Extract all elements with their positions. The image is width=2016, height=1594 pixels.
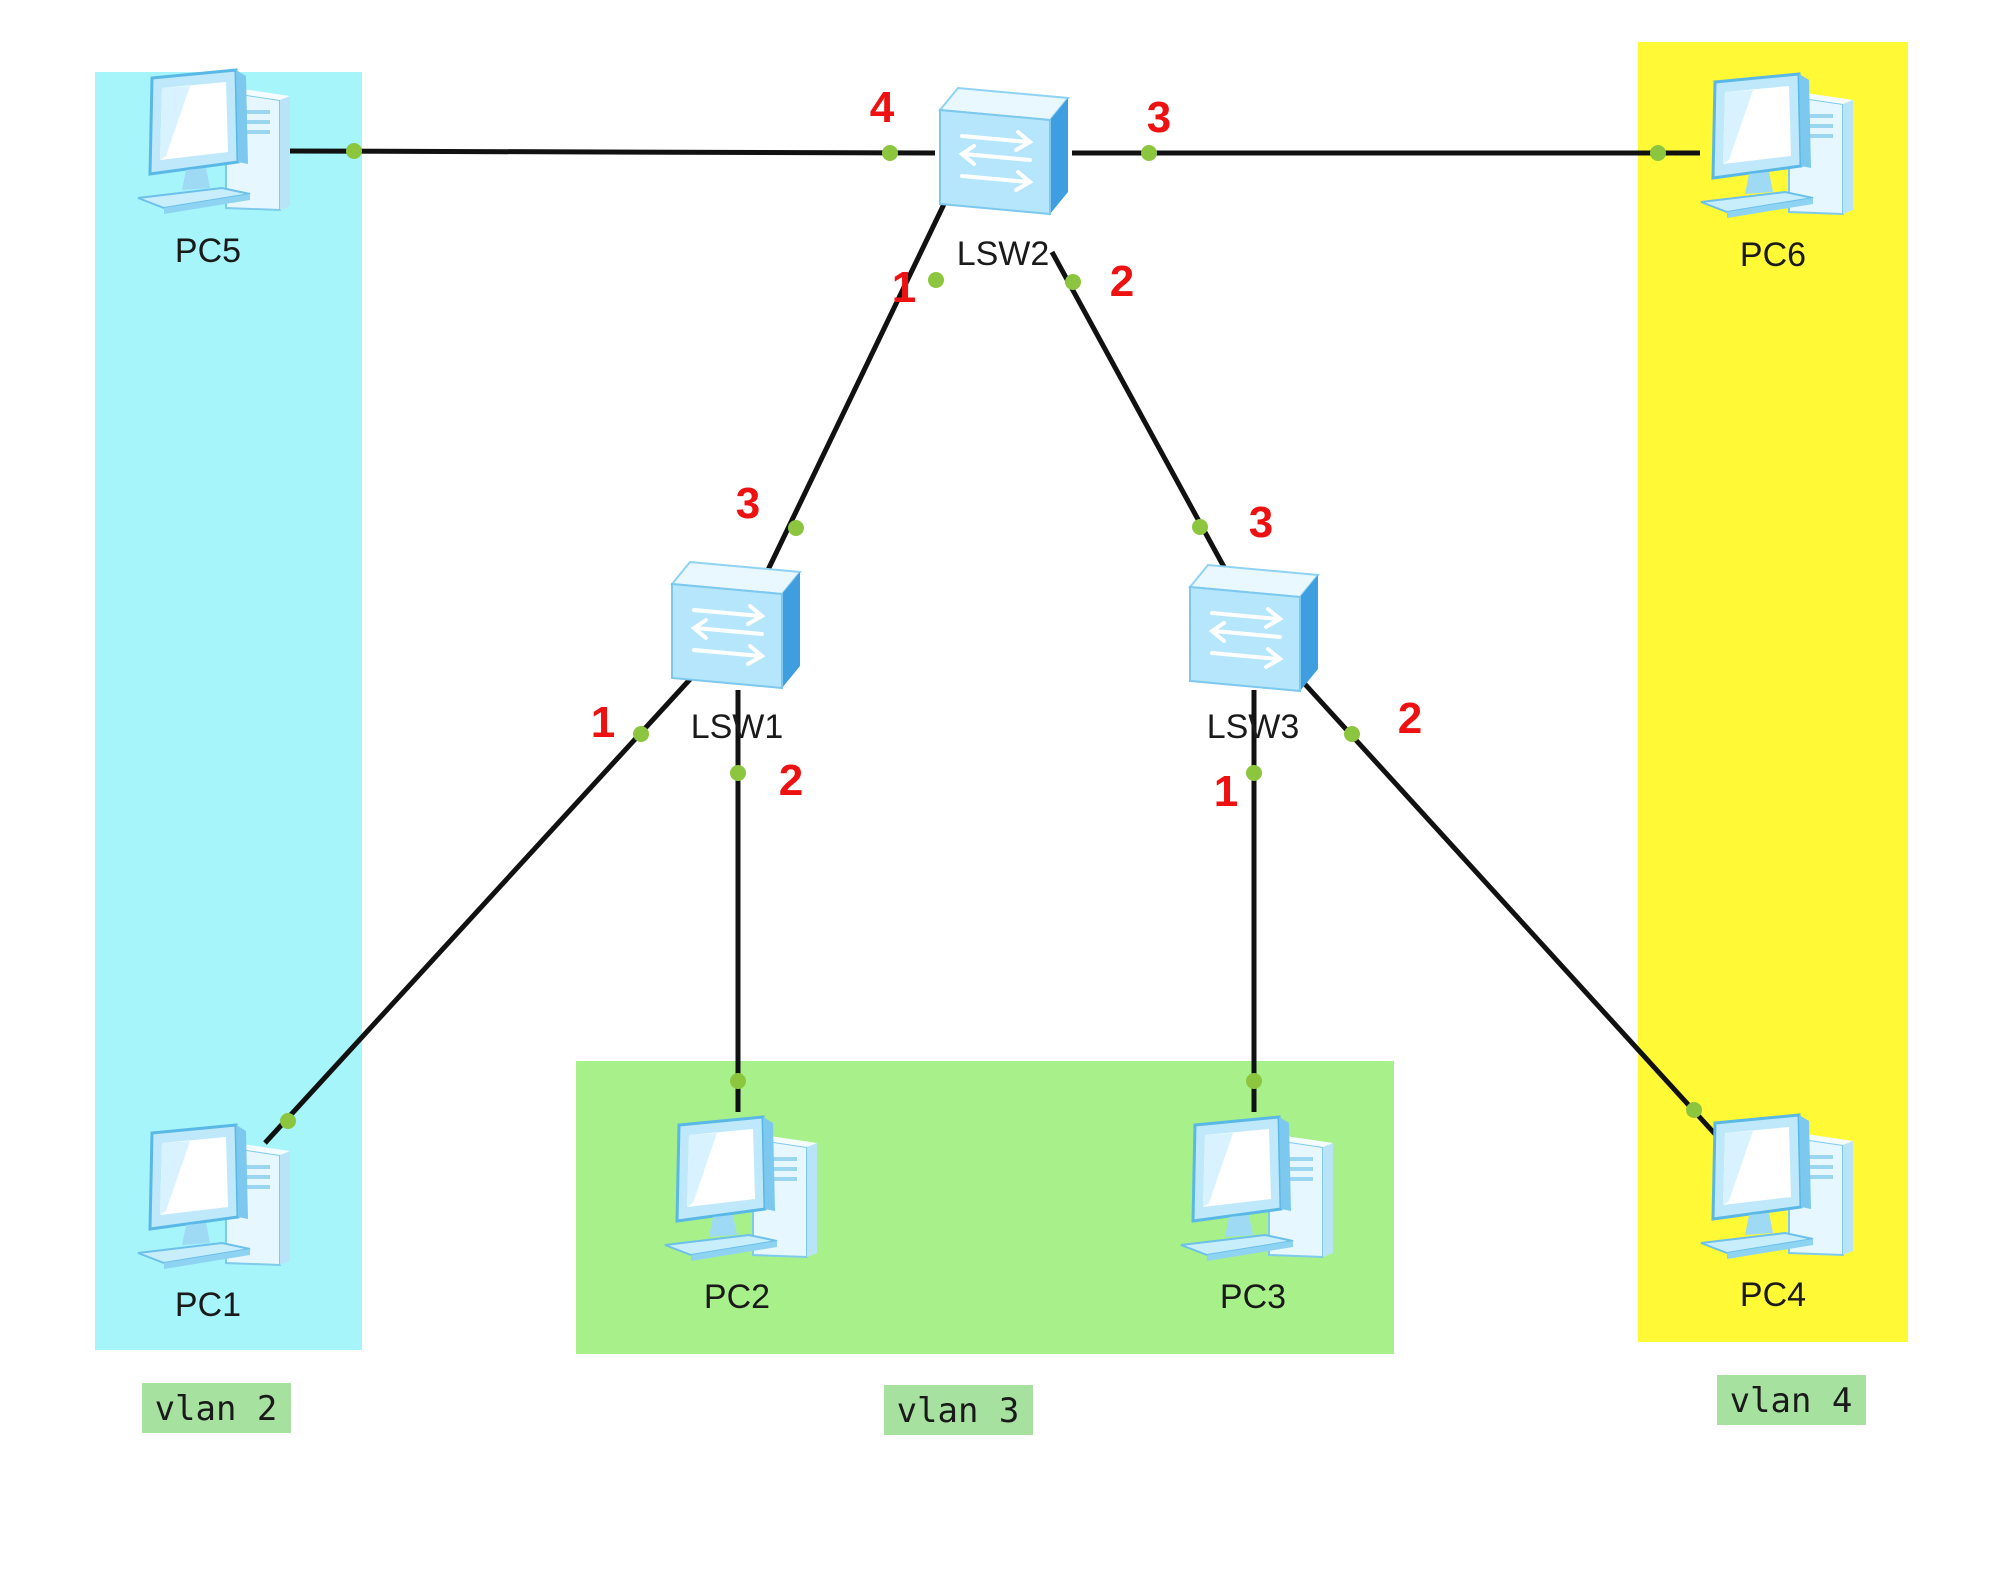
- port-dot: [346, 143, 362, 159]
- port-number-lsw2-2: 2: [1110, 257, 1134, 306]
- link-lsw2-lsw1: [764, 200, 948, 574]
- links: [263, 148, 1717, 1145]
- port-dot: [1650, 145, 1666, 161]
- port-number-lsw2-3: 3: [1147, 93, 1171, 142]
- device-label: PC6: [1740, 236, 1806, 274]
- vlan-tag-label: vlan 3: [897, 1391, 1020, 1431]
- switch-icon: [1188, 563, 1320, 693]
- port-number-lsw1-2: 2: [779, 756, 803, 805]
- vlan-tag-3: vlan 3: [884, 1385, 1033, 1435]
- device-pc3[interactable]: PC3: [1179, 1115, 1335, 1316]
- device-pc5[interactable]: PC5: [136, 68, 292, 270]
- vlan-tag-label: vlan 4: [1730, 1381, 1853, 1421]
- port-dot: [1686, 1102, 1702, 1118]
- port-dots: [280, 143, 1702, 1129]
- port-number-lsw3-1: 1: [1214, 767, 1238, 816]
- port-dot: [1246, 765, 1262, 781]
- port-dot: [1065, 274, 1081, 290]
- device-lsw2[interactable]: LSW2: [938, 86, 1070, 273]
- link-lsw2-lsw3: [1049, 250, 1227, 569]
- vlan-tag-2: vlan 2: [142, 1383, 291, 1433]
- port-dot: [788, 520, 804, 536]
- port-number-lsw2-4: 4: [870, 83, 895, 132]
- device-pc1[interactable]: PC1: [136, 1123, 292, 1324]
- switch-icon: [938, 86, 1070, 216]
- port-dot: [730, 1073, 746, 1089]
- port-dot: [1192, 519, 1208, 535]
- port-dot: [928, 272, 944, 288]
- port-number-lsw3-3: 3: [1249, 498, 1273, 547]
- port-dot: [1344, 726, 1360, 742]
- link-pc5-lsw2: [284, 148, 936, 156]
- device-pc2[interactable]: PC2: [663, 1115, 819, 1316]
- link-lsw1-pc1: [263, 674, 695, 1145]
- device-label: LSW3: [1207, 708, 1300, 746]
- port-dot: [1246, 1073, 1262, 1089]
- device-pc6[interactable]: PC6: [1699, 72, 1855, 274]
- port-number-lsw1-3: 3: [736, 479, 760, 528]
- port-number-lsw1-1: 1: [591, 698, 615, 747]
- switch-icon: [670, 560, 802, 690]
- port-number-lsw2-1: 1: [892, 263, 916, 312]
- port-number-lsw3-2: 2: [1398, 694, 1422, 743]
- device-label: PC1: [175, 1286, 241, 1324]
- vlan-tag-background: [1717, 1375, 1866, 1425]
- device-label: PC5: [175, 232, 241, 270]
- device-pc4[interactable]: PC4: [1699, 1113, 1855, 1314]
- port-dot: [1141, 145, 1157, 161]
- port-dot: [633, 726, 649, 742]
- port-dot: [280, 1113, 296, 1129]
- port-dot: [882, 145, 898, 161]
- vlan-tag-4: vlan 4: [1717, 1375, 1866, 1425]
- vlan-tag-label: vlan 2: [155, 1389, 278, 1429]
- device-lsw1[interactable]: LSW1: [670, 560, 802, 746]
- device-label: LSW2: [957, 235, 1050, 273]
- vlan-tag-background: [142, 1383, 291, 1433]
- device-label: LSW1: [691, 708, 784, 746]
- link-lsw3-pc4: [1301, 680, 1717, 1136]
- vlan-tag-background: [884, 1385, 1033, 1435]
- device-lsw3[interactable]: LSW3: [1188, 563, 1320, 746]
- port-dot: [730, 765, 746, 781]
- device-label: PC3: [1220, 1278, 1286, 1316]
- device-label: PC2: [704, 1278, 770, 1316]
- port-numbers: 4 3 1 2 3 1 2 3 1 2: [591, 83, 1422, 816]
- device-label: PC4: [1740, 1276, 1806, 1314]
